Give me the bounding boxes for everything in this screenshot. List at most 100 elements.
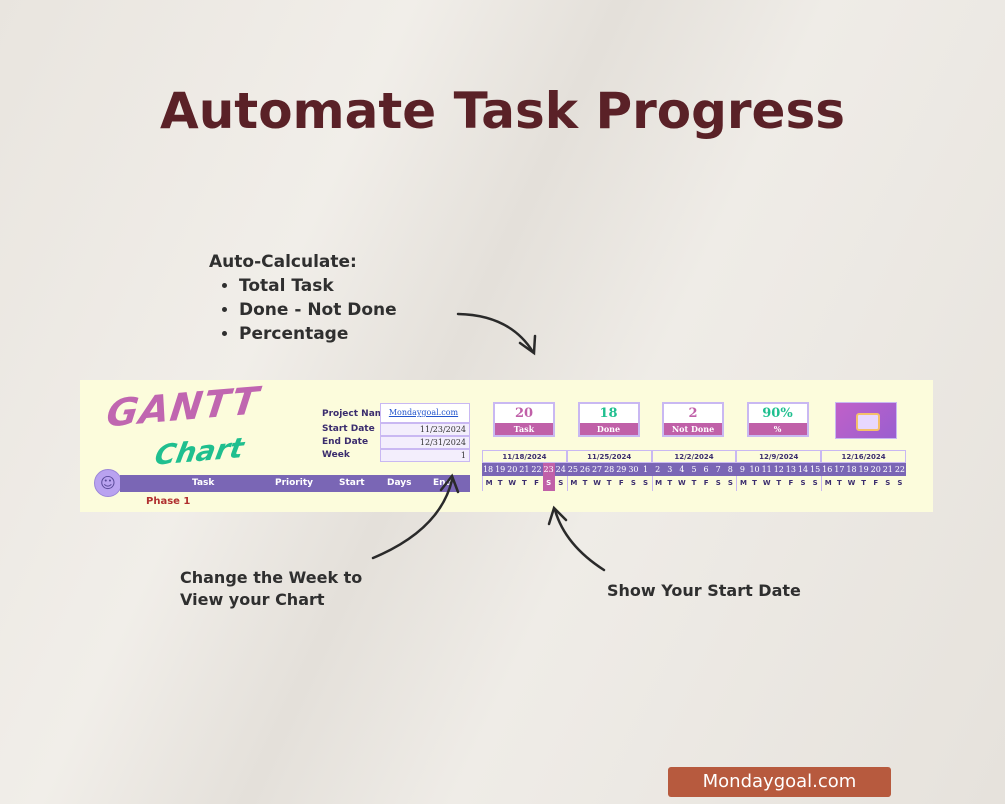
day-letter: W [678,479,686,487]
week-header: 12/16/2024 [821,450,906,463]
smiley-icon: ☺ [94,469,122,497]
day-letter: T [776,479,782,487]
day-number: 6 [700,463,713,476]
column-header-end[interactable]: End [433,478,452,488]
day-number: 19 [857,463,870,476]
week-note: Change the Week to View your Chart [180,568,363,609]
day-number: 20 [869,463,882,476]
day-number: 13 [784,463,797,476]
kpi-label: Task [495,423,553,435]
field-value-start-date[interactable]: 11/23/2024 [380,423,470,436]
day-number: 23 [542,463,555,476]
kpi-value: 90% [762,406,793,421]
column-header-start[interactable]: Start [339,478,365,488]
day-number: 7 [712,463,725,476]
day-number: 21 [881,463,894,476]
callout-heading: Auto-Calculate: [209,252,357,272]
week-header: 12/9/2024 [736,450,822,463]
day-letter: F [788,479,794,487]
day-number: 29 [615,463,628,476]
day-letter: T [861,479,866,487]
day-number: 10 [748,463,761,476]
day-letter: M [482,476,495,491]
day-number: 26 [578,463,592,476]
day-number: 28 [603,463,616,476]
week-header: 11/25/2024 [566,450,652,463]
day-letter: T [521,479,527,487]
day-letter: S [558,479,564,487]
field-label: End Date [322,437,369,447]
day-number: 9 [736,463,749,476]
day-letter: F [703,479,709,487]
column-header-priority[interactable]: Priority [275,478,313,488]
day-letter: S [800,479,806,487]
day-letter: S [715,479,721,487]
day-number: 15 [809,463,822,476]
day-number: 24 [554,463,567,476]
kpi-card: 90%% [746,402,809,437]
day-number: 27 [591,463,604,476]
day-number: 3 [663,463,676,476]
day-number: 5 [687,463,701,476]
day-number: 25 [566,463,579,476]
phase-row-label: Phase 1 [146,496,191,507]
day-number: 21 [518,463,531,476]
field-value-project-name[interactable]: Mondaygoal.com [380,403,470,423]
week-header: 11/18/2024 [482,450,567,463]
day-letter: W [593,479,601,487]
day-letter: M [651,476,665,491]
arrow-icon [371,478,454,560]
kpi-value: 20 [514,406,534,421]
kpi-label: Done [579,423,638,435]
column-header-days[interactable]: Days [387,478,412,488]
day-number: 18 [845,463,858,476]
day-letter: M [736,476,749,491]
day-number: 11 [760,463,773,476]
day-letter: W [762,479,771,487]
week-header: 12/2/2024 [651,450,737,463]
day-letter: S [897,479,903,487]
kpi-label: Not Done [664,423,722,435]
day-number: 17 [833,463,846,476]
day-number: 19 [494,463,507,476]
day-number: 30 [627,463,640,476]
day-number: 20 [506,463,519,476]
day-letter: F [618,479,624,487]
column-header-task[interactable]: Task [192,478,215,488]
field-label: Week [322,450,350,460]
decorative-image [835,402,897,439]
day-letter: M [566,476,580,491]
brand-badge[interactable]: Mondaygoal.com [668,767,891,797]
day-number: 14 [796,463,810,476]
task-table-header: Task Priority Start Days End [120,475,470,492]
day-letter: S [630,479,636,487]
day-letter: S [542,476,555,491]
callout-item: Done - Not Done [239,298,397,322]
arrow-icon [456,312,535,354]
kpi-value: 2 [688,406,698,421]
day-letter: T [667,479,673,487]
day-number: 1 [639,463,652,476]
day-letter: T [752,479,757,487]
field-value-week[interactable]: 1 [380,449,470,462]
auto-calculate-callout: Auto-Calculate: Total Task Done - Not Do… [209,250,397,346]
field-label: Start Date [322,424,375,434]
day-letter: F [534,479,539,487]
field-value-end-date[interactable]: 12/31/2024 [380,436,470,449]
day-number: 22 [530,463,543,476]
day-number: 4 [675,463,688,476]
day-letter: T [497,479,503,487]
kpi-value: 18 [599,406,618,421]
callout-item: Percentage [239,322,397,346]
day-number: 22 [893,463,906,476]
day-letter: W [508,479,517,487]
field-label: Project Name [322,409,391,419]
day-letter: S [643,479,649,487]
day-letter: T [836,479,842,487]
kpi-label: % [748,423,807,435]
